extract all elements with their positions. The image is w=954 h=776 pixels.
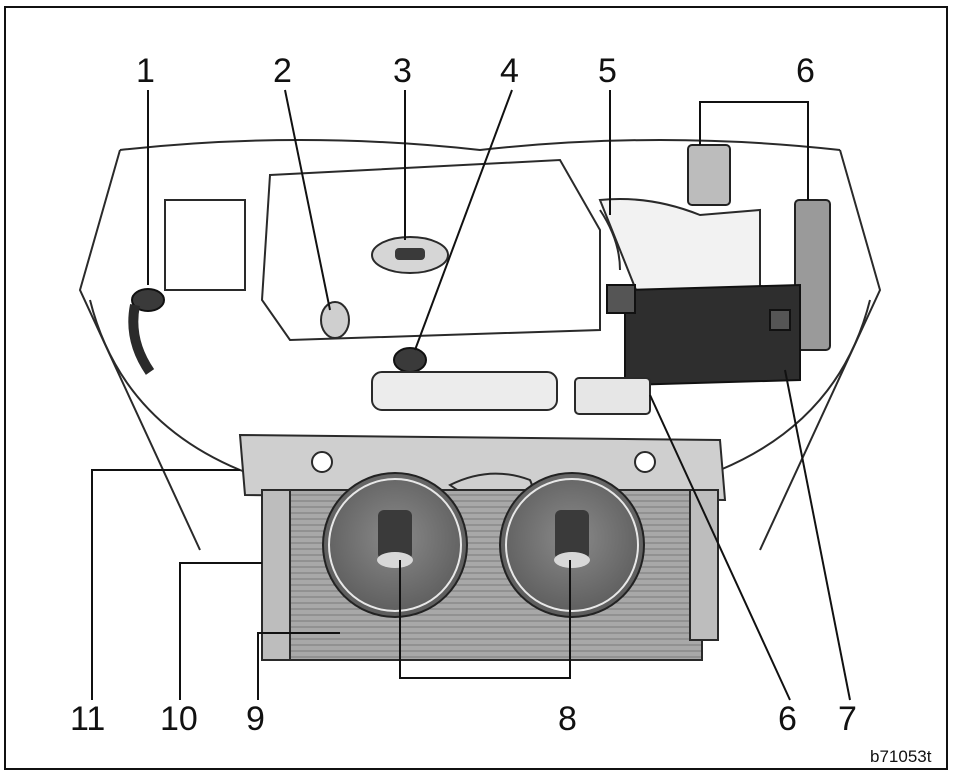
callout-10: 10 [160, 700, 198, 738]
callout-4: 4 [500, 52, 519, 90]
callout-8: 8 [558, 700, 577, 738]
fuse-box [687, 144, 831, 351]
callout-6-bottom: 6 [778, 700, 797, 738]
electric-cooling-fans [322, 472, 645, 618]
callout-3: 3 [393, 52, 412, 90]
battery [606, 283, 801, 387]
callout-2: 2 [273, 52, 292, 90]
callout-5: 5 [598, 52, 617, 90]
washer-tank [574, 377, 651, 415]
callout-labels: 1 2 3 4 5 6 11 10 9 8 6 7 b71053t [70, 52, 932, 766]
callout-11: 11 [70, 700, 105, 738]
leader-lines [91, 89, 851, 701]
figure-code: b71053t [870, 747, 932, 766]
callout-6-top: 6 [796, 52, 815, 90]
oil-dipstick [320, 301, 350, 339]
callout-1: 1 [136, 52, 155, 90]
brake-fluid-reservoir [128, 199, 246, 375]
engine-cover [260, 158, 601, 342]
air-intake [598, 198, 761, 301]
coolant-reservoir [371, 347, 558, 411]
callout-7: 7 [838, 700, 857, 738]
callout-9: 9 [246, 700, 265, 738]
